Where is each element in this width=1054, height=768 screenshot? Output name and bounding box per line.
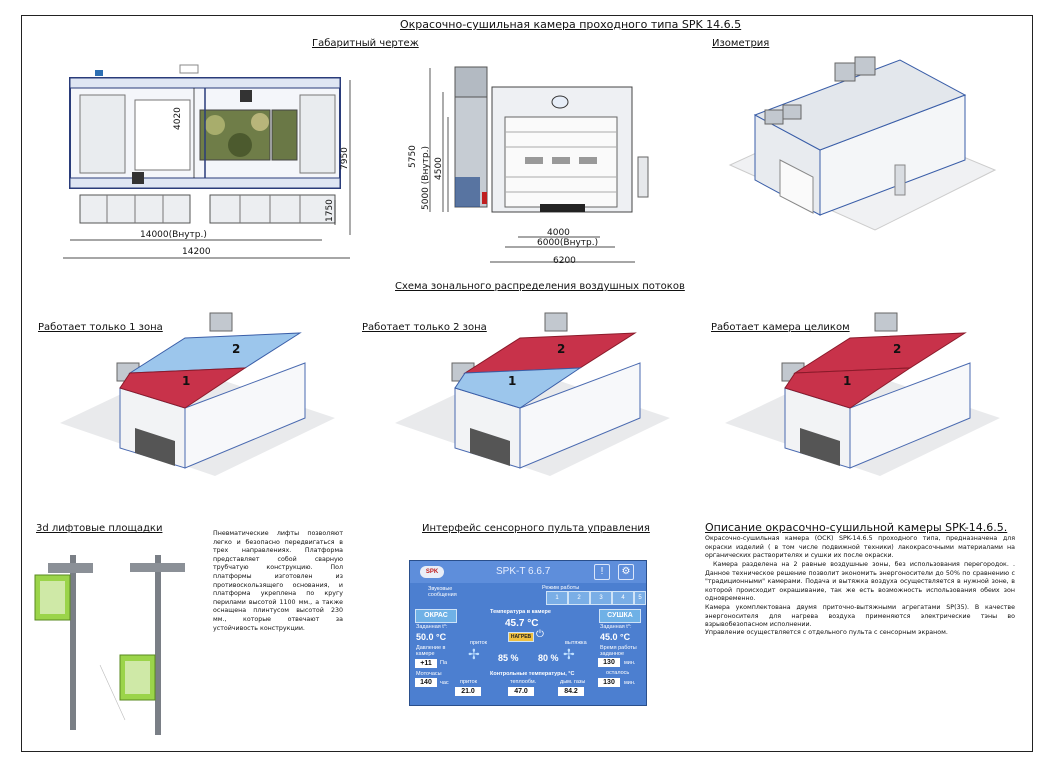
zone2-label-2: 2 — [557, 342, 566, 356]
section-isometry: Изометрия — [712, 38, 770, 49]
panel-ct-value-1: 21.0 — [455, 687, 481, 696]
section-zone1: Работает только 1 зона — [38, 322, 163, 333]
zone-all-label-1: 1 — [843, 374, 852, 388]
panel-set-t-left: 50.0 °C — [416, 632, 447, 642]
front-view-drawing — [429, 66, 649, 263]
dim-front-h1: 5750 — [408, 145, 418, 168]
dim-top-length: 14200 — [182, 247, 211, 257]
dim-front-h2: 5000 (Внутр.) — [421, 146, 431, 210]
description-paragraph-4: Управление осуществляется с отдельного п… — [705, 629, 948, 636]
section-lifts: 3d лифтовые площадки — [36, 523, 163, 534]
panel-set-t-right-label: Заданная t°: — [600, 624, 632, 630]
panel-ct-label-2: теплообм. — [510, 679, 537, 685]
section-zone2: Работает только 2 зона — [362, 322, 487, 333]
zone-all-label-2: 2 — [893, 342, 902, 356]
panel-cab-temp: 45.7 °C — [505, 618, 539, 629]
panel-supply-label: приток — [470, 640, 488, 646]
panel-cab-temp-label: Температура в камере — [490, 609, 551, 615]
panel-exhaust-pct: 80 % — [538, 653, 559, 663]
gear-icon: ⚙ — [618, 564, 634, 580]
panel-remain: 130 — [598, 678, 620, 687]
panel-exhaust-label: вытяжка — [565, 640, 587, 646]
description-paragraph-3: Камера укомплектована двумя приточно-выт… — [705, 604, 1015, 629]
dim-top-length-in: 14000(Внутр.) — [140, 230, 207, 240]
dim-top-height-total: 7950 — [340, 147, 350, 170]
panel-dry-button: СУШКА — [599, 609, 641, 623]
panel-mode-3: 3 — [590, 591, 612, 605]
dim-top-width-in: 4020 — [173, 107, 183, 130]
warning-icon: ! — [594, 564, 610, 580]
zone1-diagram — [60, 312, 335, 476]
panel-paint-button: ОКРАС — [415, 609, 457, 623]
section-interface: Интерфейс сенсорного пульта управления — [422, 523, 650, 534]
panel-header: SPK SPK-T 6.6.7 ! ⚙ — [410, 561, 646, 583]
dim-front-w2: 6000(Внутр.) — [537, 238, 599, 248]
description-paragraph-2: Камера разделена на 2 равные воздушные з… — [705, 561, 1015, 603]
panel-mode-1: 1 — [546, 591, 568, 605]
drawing-frame — [21, 15, 1033, 752]
zone2-label-1: 1 — [508, 374, 517, 388]
panel-work-time-label: Время работы заданное — [600, 645, 637, 657]
panel-sound-label: Звуковые сообщения — [428, 586, 457, 598]
lifts-description: Пневматические лифты позволяют легко и б… — [213, 530, 343, 632]
zone1-label-1: 1 — [182, 374, 191, 388]
supply-fan-icon: ✢ — [468, 647, 480, 663]
panel-pressure: +11 — [415, 659, 437, 668]
panel-logo: SPK — [420, 566, 444, 578]
panel-ct-label-3: дым. газы — [560, 679, 586, 685]
panel-work-time-unit: мин. — [624, 660, 636, 666]
panel-pressure-unit: Па — [440, 660, 448, 666]
panel-work-time: 130 — [598, 658, 620, 667]
description-paragraph-1: Окрасочно-сушильная камера (ОСК) SPK-14.… — [705, 535, 1015, 560]
panel-remain-unit: мин. — [624, 680, 636, 686]
panel-hours: 140 — [415, 678, 437, 687]
panel-mode-5: 5 — [634, 591, 646, 605]
panel-mode-4: 4 — [612, 591, 634, 605]
zone-all-diagram — [725, 312, 1000, 476]
panel-remain-label: осталось — [606, 670, 630, 676]
zone2-diagram — [395, 312, 670, 476]
dim-front-w3: 6200 — [553, 256, 576, 266]
section-gabarit: Габаритный чертеж — [312, 38, 419, 49]
panel-heat-button: НАГРЕВ — [508, 632, 534, 642]
dim-top-side: 1750 — [325, 199, 335, 222]
section-zone-all: Работает камера целиком — [711, 322, 850, 333]
section-zonal: Схема зонального распределения воздушных… — [395, 281, 685, 292]
panel-hours-label: Моточасы — [416, 671, 442, 677]
panel-pressure-label: Давление в камере — [416, 645, 446, 657]
panel-hours-unit: час — [440, 680, 449, 686]
main-title: Окрасочно-сушильная камера проходного ти… — [400, 18, 742, 31]
isometric-view — [728, 56, 997, 231]
panel-mode-2: 2 — [568, 591, 590, 605]
section-description: Описание окрасочно-сушильной камеры SPK-… — [705, 521, 1008, 534]
plan-view-drawing — [63, 64, 351, 259]
panel-supply-pct: 85 % — [498, 653, 519, 663]
exhaust-fan-icon: ✢ — [563, 647, 575, 663]
panel-title: SPK-T 6.6.7 — [496, 566, 551, 577]
touch-panel-screenshot: SPK SPK-T 6.6.7 ! ⚙ Звуковые сообщения Р… — [409, 560, 647, 706]
power-icon: ⏻ — [536, 629, 544, 640]
panel-ct-value-2: 47.0 — [508, 687, 534, 696]
panel-set-t-right: 45.0 °C — [600, 632, 631, 642]
panel-ct-label-1: приток — [460, 679, 478, 685]
lifts-illustration — [34, 555, 185, 735]
dim-front-h3: 4500 — [434, 157, 444, 180]
panel-control-temps-label: Контрольные температуры, °С — [490, 671, 575, 677]
panel-set-t-left-label: Заданная t°: — [416, 624, 448, 630]
dim-front-w1: 4000 — [547, 228, 570, 238]
panel-ct-value-3: 84.2 — [558, 687, 584, 696]
zone1-label-2: 2 — [232, 342, 241, 356]
panel-mode-label: Режим работы — [542, 585, 580, 591]
